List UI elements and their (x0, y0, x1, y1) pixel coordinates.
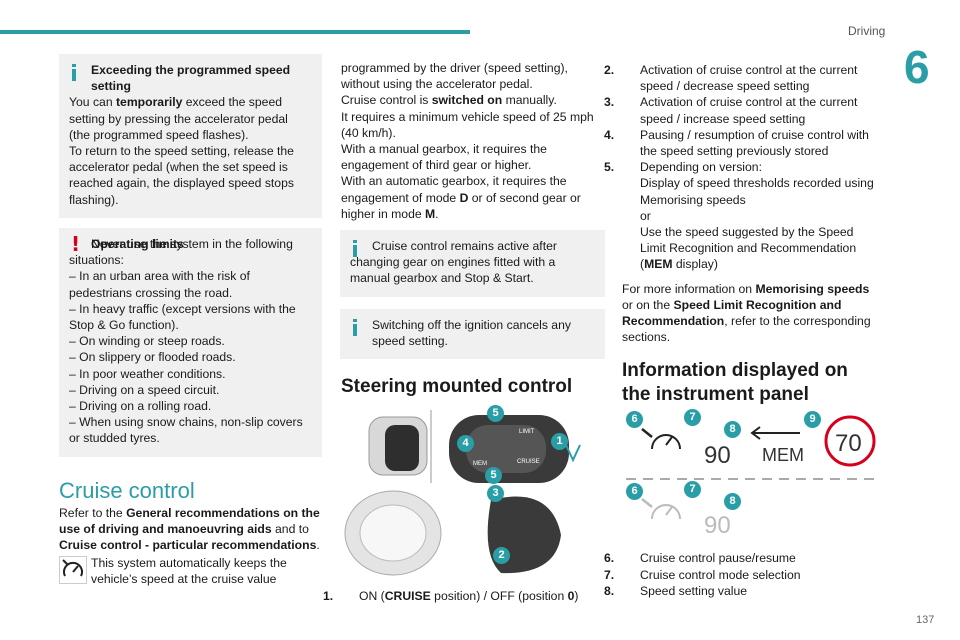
instrument-panel-diagram: 90 MEM 70 90 (626, 415, 878, 539)
section-label: Driving (848, 24, 886, 38)
box-title: Exceeding the programmed speed setting (91, 63, 291, 94)
icon-description: This system automatically keeps the vehi… (91, 556, 287, 587)
paragraph: It requires a minimum vehicle speed of 2… (341, 109, 594, 140)
paragraph: For more information on Memorising speed… (622, 281, 871, 345)
list-item: 2.Activation of cruise control at the cu… (604, 63, 858, 94)
warning-icon: ! (71, 231, 81, 256)
badge-6: 6 (626, 411, 643, 429)
cruise-control-icon (59, 556, 87, 585)
list-subtext: Display of speed thresholds recorded usi… (640, 176, 874, 207)
info-box-gear-change: Cruise control remains active after chan… (340, 230, 605, 297)
info-icon (353, 240, 365, 258)
box-text: Switching off the ignition cancels any s… (372, 317, 571, 348)
badge-6: 6 (626, 483, 643, 501)
badge-7: 7 (684, 481, 701, 499)
list-item: – Driving on a rolling road. (69, 399, 212, 414)
paragraph: With an automatic gearbox, it requires t… (341, 174, 581, 221)
list-item: – On winding or steep roads. (69, 334, 225, 349)
header-bar (0, 30, 470, 34)
badge-2: 2 (493, 547, 510, 565)
list-subtext: Use the speed suggested by the Speed Lim… (640, 225, 857, 272)
switch-mem-label: MEM (473, 461, 487, 467)
badge-5: 5 (485, 467, 502, 485)
section-heading: Information displayed on the instrument … (622, 360, 848, 406)
paragraph: Cruise control is switched on manually. (341, 93, 557, 108)
list-subtext: or (640, 208, 651, 223)
legend-item: 6.Cruise control pause/resume (604, 551, 796, 566)
list-item: 3.Activation of cruise control at the cu… (604, 95, 858, 126)
paragraph: programmed by the driver (speed setting)… (341, 61, 568, 92)
badge-9: 9 (804, 411, 821, 429)
badge-7: 7 (684, 409, 701, 427)
steering-control-illustration: MEM LIMIT CRUISE 5 4 1 5 3 2 (341, 405, 605, 580)
badge-1: 1 (551, 433, 568, 451)
paragraph: With a manual gearbox, it requires the e… (341, 142, 547, 173)
mem-display: MEM (762, 445, 804, 465)
legend-item: 8.Speed setting value (604, 583, 748, 598)
box-text: Never use the system in the following si… (69, 237, 293, 268)
list-item: – In an urban area with the risk of pede… (69, 269, 250, 300)
switch-cruise-label: CRUISE (517, 459, 540, 465)
list-item: – On slippery or flooded roads. (69, 350, 236, 365)
badge-8: 8 (724, 421, 741, 439)
speed-limit-value: 70 (835, 430, 862, 457)
legend-item: 7.Cruise control mode selection (604, 567, 801, 582)
info-box-ignition: Switching off the ignition cancels any s… (340, 308, 605, 360)
instrument-panel-illustration: 90 MEM 70 90 6 7 8 9 6 7 8 (622, 409, 882, 539)
list-item: – When using snow chains, non-slip cover… (69, 415, 303, 446)
info-icon (72, 64, 84, 82)
section-heading: Steering mounted control (341, 376, 573, 398)
list-item: 4.Pausing / resumption of cruise control… (604, 127, 869, 159)
list-item: – In heavy traffic (except versions with… (69, 301, 296, 333)
section-heading: Cruise control (59, 477, 195, 503)
column-2: programmed by the driver (speed setting)… (323, 60, 605, 604)
box-title: Operating limits (91, 236, 184, 251)
list-item: – Driving on a speed circuit. (69, 382, 220, 397)
box-text: Cruise control remains active after chan… (350, 239, 557, 286)
paused-speed-value: 90 (704, 512, 731, 536)
page-number: 137 (916, 614, 935, 626)
badge-8: 8 (724, 493, 741, 511)
box-text: To return to the speed setting, release … (69, 144, 294, 207)
badge-4: 4 (457, 435, 474, 453)
badge-5: 5 (487, 405, 504, 423)
column-1: Exceeding the programmed speed setting Y… (59, 54, 322, 588)
list-item: 5.Depending on version: (604, 160, 762, 175)
switch-limit-label: LIMIT (519, 429, 535, 435)
column-3: 2.Activation of cruise control at the cu… (604, 62, 882, 599)
chapter-number: 6 (904, 41, 930, 93)
badge-3: 3 (487, 485, 504, 503)
cruise-icon-row: This system automatically keeps the vehi… (59, 555, 322, 587)
steering-wheel-diagram: MEM LIMIT CRUISE (344, 410, 581, 576)
reference-text: Refer to the General recommendations on … (59, 505, 320, 553)
info-icon (353, 318, 365, 337)
speed-setting-value: 90 (704, 442, 731, 469)
info-box-exceeding-speed: Exceeding the programmed speed setting Y… (59, 54, 322, 218)
list-item: 1.ON (CRUISE position) / OFF (position 0… (323, 589, 579, 604)
warning-box-operating-limits: ! Operating limits Never use the system … (59, 227, 322, 457)
list-item: – In poor weather conditions. (69, 366, 226, 381)
box-text: You can temporarily exceed the speed set… (69, 95, 288, 142)
